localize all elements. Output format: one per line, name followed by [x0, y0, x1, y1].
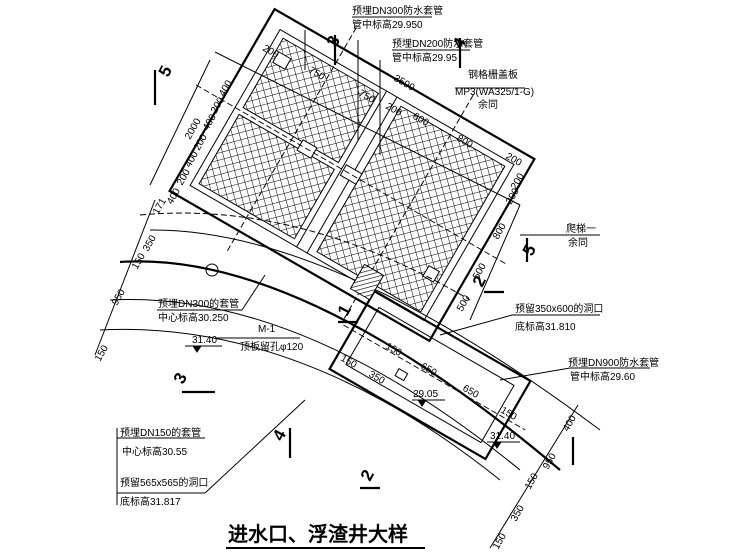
ladder-mark — [422, 264, 441, 283]
dim-top-200c: 200 — [504, 151, 524, 169]
dim-left-150b: 150 — [93, 343, 111, 363]
dim-left-950: 950 — [110, 287, 128, 307]
note-dn300-left: 预埋DN300的套管 — [158, 297, 239, 310]
dim-low-650b: 650 — [461, 383, 481, 401]
section-5-right: 5 — [519, 242, 540, 259]
leader-lines — [116, 16, 650, 505]
note-dn300-top: 预埋DN300防水套管 — [352, 4, 443, 17]
note-m1-hole: 顶板留孔φ120 — [240, 340, 304, 353]
note-dn200: 预埋DN200防水套管 — [392, 37, 483, 50]
note-hole-565-elev: 底标高31.817 — [120, 495, 181, 508]
note-hole-350: 预留350x600的洞口 — [515, 302, 603, 315]
note-dn900-elev: 管中标高29.60 — [570, 370, 635, 383]
dim-br-150b: 150 — [491, 531, 509, 551]
note-m1: M-1 — [258, 324, 276, 335]
note-ladder: 爬梯一 — [566, 222, 596, 235]
note-dn300-top-elev: 管中标高29.950 — [352, 18, 423, 31]
section-5-left: 5 — [155, 63, 176, 80]
level-29-05: 29.05 — [413, 389, 438, 400]
dim-left-150: 150 — [130, 251, 148, 271]
dim-left-400c: 400 — [183, 149, 201, 169]
note-cover-plate: 钢格栅盖板 — [468, 68, 518, 81]
dimension-lines — [94, 30, 579, 549]
dim-br-350: 350 — [509, 503, 527, 523]
note-hole-350-elev: 底标高31.810 — [515, 320, 576, 333]
dim-left-350: 350 — [141, 233, 159, 253]
note-dn300-left-elev: 中心标高30.250 — [158, 311, 229, 324]
note-ladder-same: 余同 — [568, 236, 588, 249]
note-cover-spec: MP3(WA325/1-G) — [455, 87, 534, 98]
dim-br-950: 950 — [541, 451, 559, 471]
section-marks — [153, 35, 575, 490]
drawing-title: 进水口、浮渣井大样 — [228, 522, 408, 546]
pipe-opening — [205, 263, 219, 277]
note-cover-same: 余同 — [478, 98, 498, 111]
dim-low-650a: 650 — [419, 361, 439, 379]
level-31-40-right: 31.40 — [490, 431, 515, 442]
note-hole-565: 预留565x565的洞口 — [120, 476, 208, 489]
dim-top-3500: 3500 — [392, 73, 417, 94]
section-3-top: 3 — [323, 33, 344, 50]
partition-wall — [296, 90, 388, 248]
dim-right-800: 800 — [491, 221, 509, 241]
dim-mid-500b: 500 — [455, 293, 473, 313]
dim-low-350: 350 — [367, 369, 387, 387]
grate-cover-left-bottom — [198, 113, 336, 240]
dim-br-150: 150 — [523, 471, 541, 491]
dim-br-400: 400 — [561, 413, 579, 433]
section-4-bottom: 4 — [269, 426, 290, 444]
inlet-block — [349, 263, 385, 301]
section-2-bottom: 2 — [357, 467, 378, 484]
note-dn150: 预埋DN150的套管 — [120, 426, 201, 439]
dim-low-150a: 150 — [384, 341, 404, 359]
level-markers — [185, 345, 520, 449]
section-3-bottom: 3 — [170, 370, 191, 387]
dim-low-150b: 150 — [339, 353, 359, 371]
level-31-40-left: 31.40 — [192, 335, 217, 346]
note-dn150-elev: 中心标高30.55 — [122, 445, 187, 458]
note-dn900: 预埋DN900防水套管 — [568, 356, 659, 369]
note-dn200-elev: 管中标高29.95 — [392, 51, 457, 64]
